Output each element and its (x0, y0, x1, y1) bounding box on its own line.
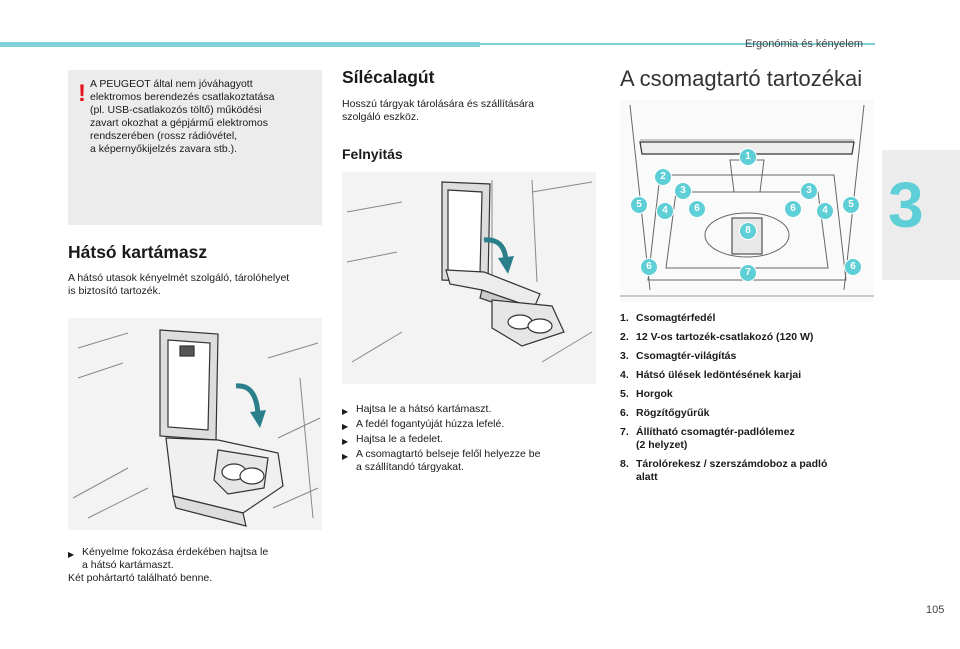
boot-marker-4: 4 (656, 202, 674, 220)
legend-label: Rögzítőgyűrűk (636, 407, 710, 419)
warning-box (68, 70, 322, 225)
legend-number: 5. (620, 388, 629, 400)
boot-marker-6: 6 (688, 200, 706, 218)
ski-illustration (342, 172, 596, 384)
header-accent-line (480, 43, 875, 45)
boot-marker-8: 8 (739, 222, 757, 240)
ski-title: Sílécalagút (342, 67, 435, 87)
legend-item: 4. Hátsó ülések ledöntésének karjai (620, 369, 870, 382)
warning-icon: ! (78, 80, 86, 107)
boot-marker-4: 4 (816, 202, 834, 220)
ski-intro: Hosszú tárgyak tárolására és szállításár… (342, 98, 534, 123)
legend-number: 3. (620, 350, 629, 362)
legend-label: Tárolórekesz / szerszámdoboz a padló ala… (636, 458, 828, 483)
armrest-steps: ▶ Kényelme fokozása érdekében hajtsa le … (68, 546, 328, 572)
armrest-title: Hátsó kartámasz (68, 242, 208, 262)
boot-marker-5: 5 (842, 196, 860, 214)
legend-label: Állítható csomagtér-padlólemez (2 helyze… (636, 426, 795, 451)
section-title: Ergonómia és kényelem (744, 38, 863, 50)
boot-marker-6: 6 (844, 258, 862, 276)
ski-step-text: Hajtsa le a hátsó kartámaszt. (356, 403, 492, 415)
armrest-step: ▶ Kényelme fokozása érdekében hajtsa le … (68, 546, 328, 572)
opening-title: Felnyitás (342, 146, 403, 162)
arrow-right-icon: ▶ (68, 550, 75, 559)
legend-label: Horgok (636, 388, 673, 400)
boot-marker-6: 6 (640, 258, 658, 276)
legend-item: 7. Állítható csomagtér-padlólemez (2 hel… (620, 426, 870, 452)
ski-step: ▶ Hajtsa le a fedelet. (342, 433, 604, 448)
ski-step-text: A fedél fogantyúját húzza lefelé. (356, 418, 505, 430)
ski-step-text: A csomagtartó belseje felől helyezze be … (356, 448, 541, 473)
legend-number: 4. (620, 369, 629, 381)
legend-number: 1. (620, 312, 629, 324)
chapter-number: 3 (888, 169, 924, 241)
ski-steps: ▶ Hajtsa le a hátsó kartámaszt. ▶ A fedé… (342, 403, 604, 474)
chapter-tab (882, 150, 960, 280)
legend-label: Csomagtérfedél (636, 312, 716, 324)
armrest-step-text: Kényelme fokozása érdekében hajtsa le a … (82, 546, 269, 571)
legend-item: 5. Horgok (620, 388, 870, 401)
legend-label: 12 V-os tartozék-csatlakozó (120 W) (636, 331, 814, 343)
boot-marker-6: 6 (784, 200, 802, 218)
legend-item: 6. Rögzítőgyűrűk (620, 407, 870, 420)
legend-item: 3. Csomagtér-világítás (620, 350, 870, 363)
legend-label: Hátsó ülések ledöntésének karjai (636, 369, 802, 381)
arrow-right-icon: ▶ (342, 452, 349, 461)
legend-number: 8. (620, 458, 629, 470)
boot-marker-3: 3 (674, 182, 692, 200)
arrow-right-icon: ▶ (342, 437, 349, 446)
legend-number: 6. (620, 407, 629, 419)
legend-number: 2. (620, 331, 629, 343)
boot-marker-2: 2 (654, 168, 672, 186)
arrow-right-icon: ▶ (342, 422, 349, 431)
header-accent-bar (0, 42, 480, 47)
legend-item: 8. Tárolórekesz / szerszámdoboz a padló … (620, 458, 870, 484)
ski-step: ▶ A fedél fogantyúját húzza lefelé. (342, 418, 604, 433)
boot-marker-3: 3 (800, 182, 818, 200)
boot-legend: 1. Csomagtérfedél 2. 12 V-os tartozék-cs… (620, 312, 870, 490)
legend-label: Csomagtér-világítás (636, 350, 737, 362)
legend-item: 2. 12 V-os tartozék-csatlakozó (120 W) (620, 331, 870, 344)
arrow-right-icon: ▶ (342, 407, 349, 416)
page-number: 105 (926, 604, 945, 616)
ski-step: ▶ Hajtsa le a hátsó kartámaszt. (342, 403, 604, 418)
legend-number: 7. (620, 426, 629, 438)
warning-text: A PEUGEOT által nem jóváhagyott elektrom… (90, 78, 275, 155)
boot-marker-5: 5 (630, 196, 648, 214)
boot-marker-1: 1 (739, 148, 757, 166)
boot-marker-7: 7 (739, 264, 757, 282)
armrest-illustration (68, 318, 322, 530)
legend-item: 1. Csomagtérfedél (620, 312, 870, 325)
armrest-intro: A hátsó utasok kényelmét szolgáló, tárol… (68, 272, 290, 297)
ski-step: ▶ A csomagtartó belseje felől helyezze b… (342, 448, 604, 474)
armrest-note: Két pohártartó található benne. (68, 572, 213, 584)
ski-step-text: Hajtsa le a fedelet. (356, 433, 443, 445)
boot-title: A csomagtartó tartozékai (620, 66, 863, 91)
